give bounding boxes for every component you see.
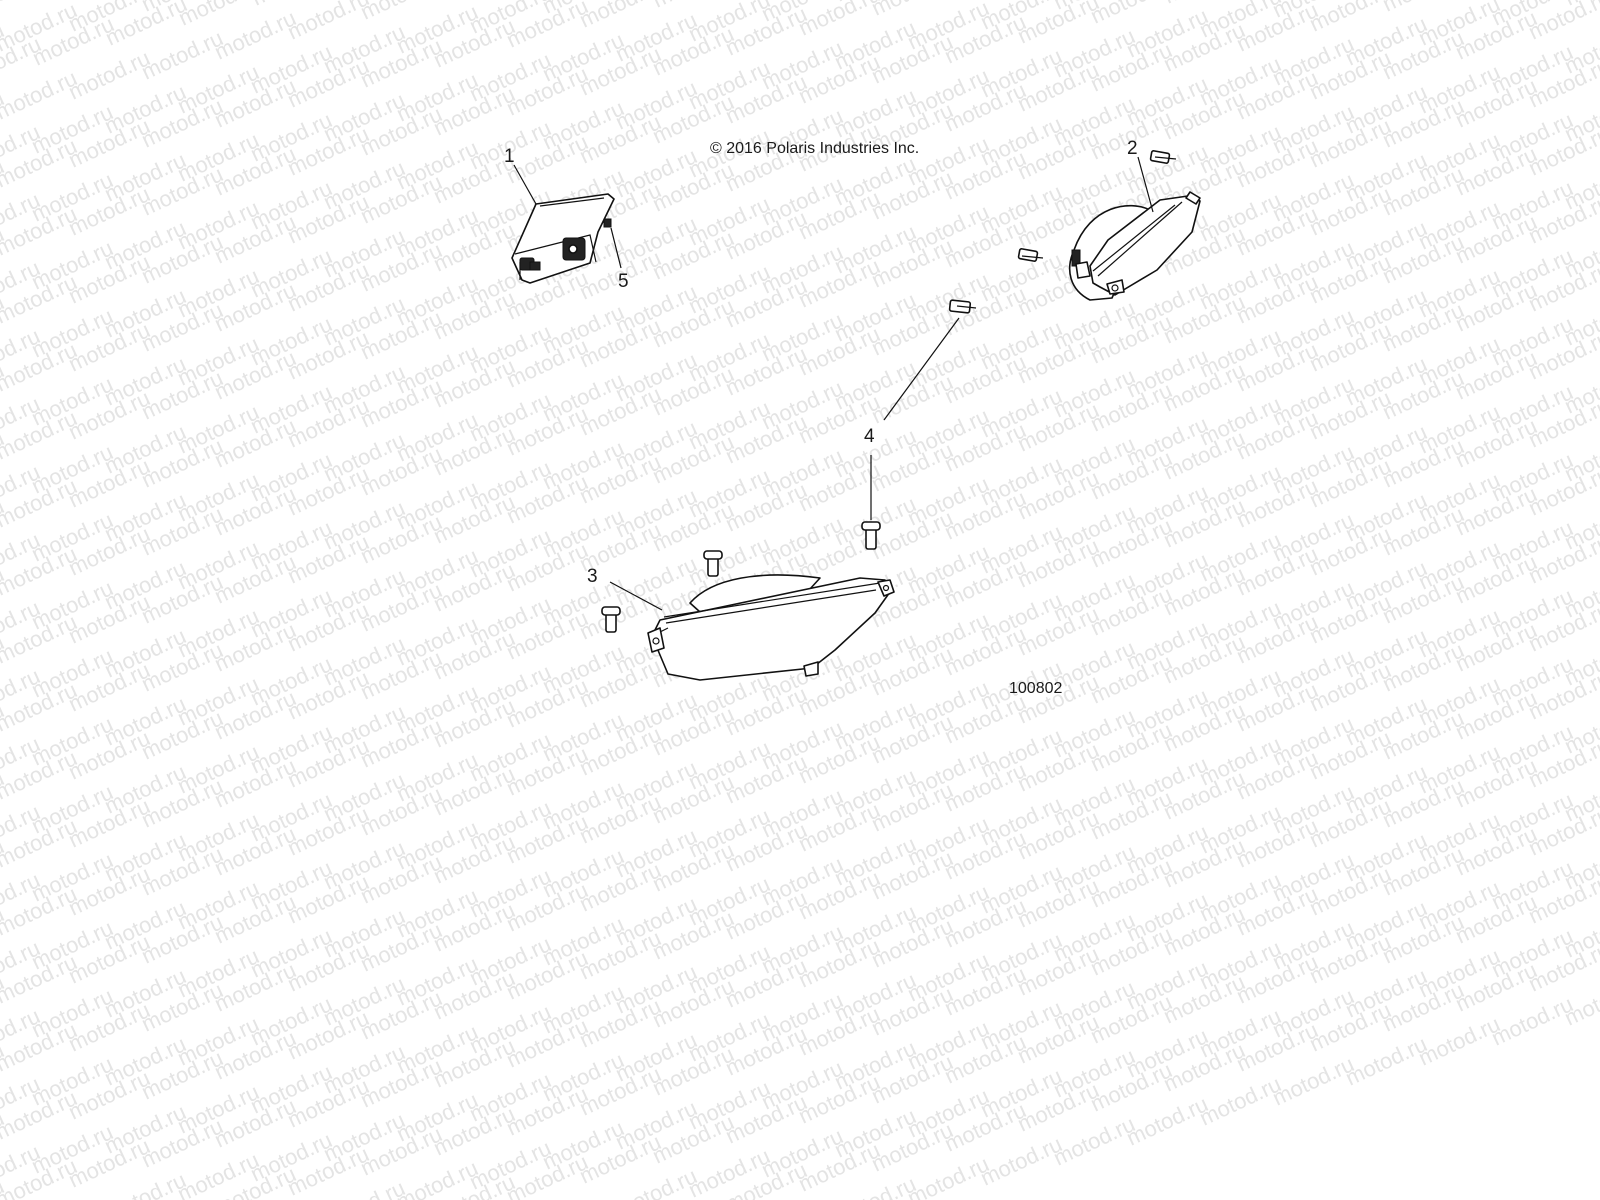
callout-5: 5 bbox=[618, 271, 629, 292]
watermark-text: motod.ru bbox=[977, 1131, 1066, 1190]
watermark-text: motod.ru bbox=[138, 25, 227, 84]
copyright-text: © 2016 Polaris Industries Inc. bbox=[710, 140, 919, 157]
callout-3: 3 bbox=[587, 566, 598, 587]
watermark-text: motod.ru bbox=[1415, 1011, 1504, 1070]
watermark-text: motod.ru bbox=[1050, 1111, 1139, 1170]
watermark-text: motod.ru bbox=[1488, 991, 1577, 1050]
leader-2 bbox=[1137, 156, 1154, 213]
watermark-text: motod.ru bbox=[65, 45, 154, 104]
leader-3 bbox=[609, 581, 663, 611]
part-3-headlight-left bbox=[647, 574, 895, 681]
watermark-text: motod.ru bbox=[211, 5, 300, 64]
screw-part-4-lower bbox=[861, 521, 881, 550]
callout-2: 2 bbox=[1127, 138, 1138, 159]
watermark-text: motod.ru bbox=[1123, 1091, 1212, 1150]
watermark-text: motod.ru bbox=[1269, 1051, 1358, 1110]
screw-lower-mid bbox=[703, 550, 723, 577]
screw-upper-right bbox=[1149, 150, 1177, 164]
screw-part-4-upper bbox=[948, 299, 977, 314]
screw-lower-left bbox=[601, 606, 621, 633]
watermark-text: motod.ru bbox=[1561, 0, 1600, 11]
leader-5 bbox=[610, 227, 622, 269]
leader-1 bbox=[513, 164, 537, 205]
part-1-tail-light bbox=[511, 193, 615, 284]
watermark-text: motod.ru bbox=[1342, 1031, 1431, 1090]
callout-4: 4 bbox=[864, 426, 875, 447]
part-2-headlight-right bbox=[1068, 191, 1201, 301]
watermark-text: motod.ru bbox=[1196, 1071, 1285, 1130]
screw-right-lower bbox=[1017, 248, 1044, 262]
leader-4-upper bbox=[883, 317, 960, 421]
diagram-number: 100802 bbox=[1009, 680, 1062, 697]
callout-1: 1 bbox=[504, 146, 515, 167]
